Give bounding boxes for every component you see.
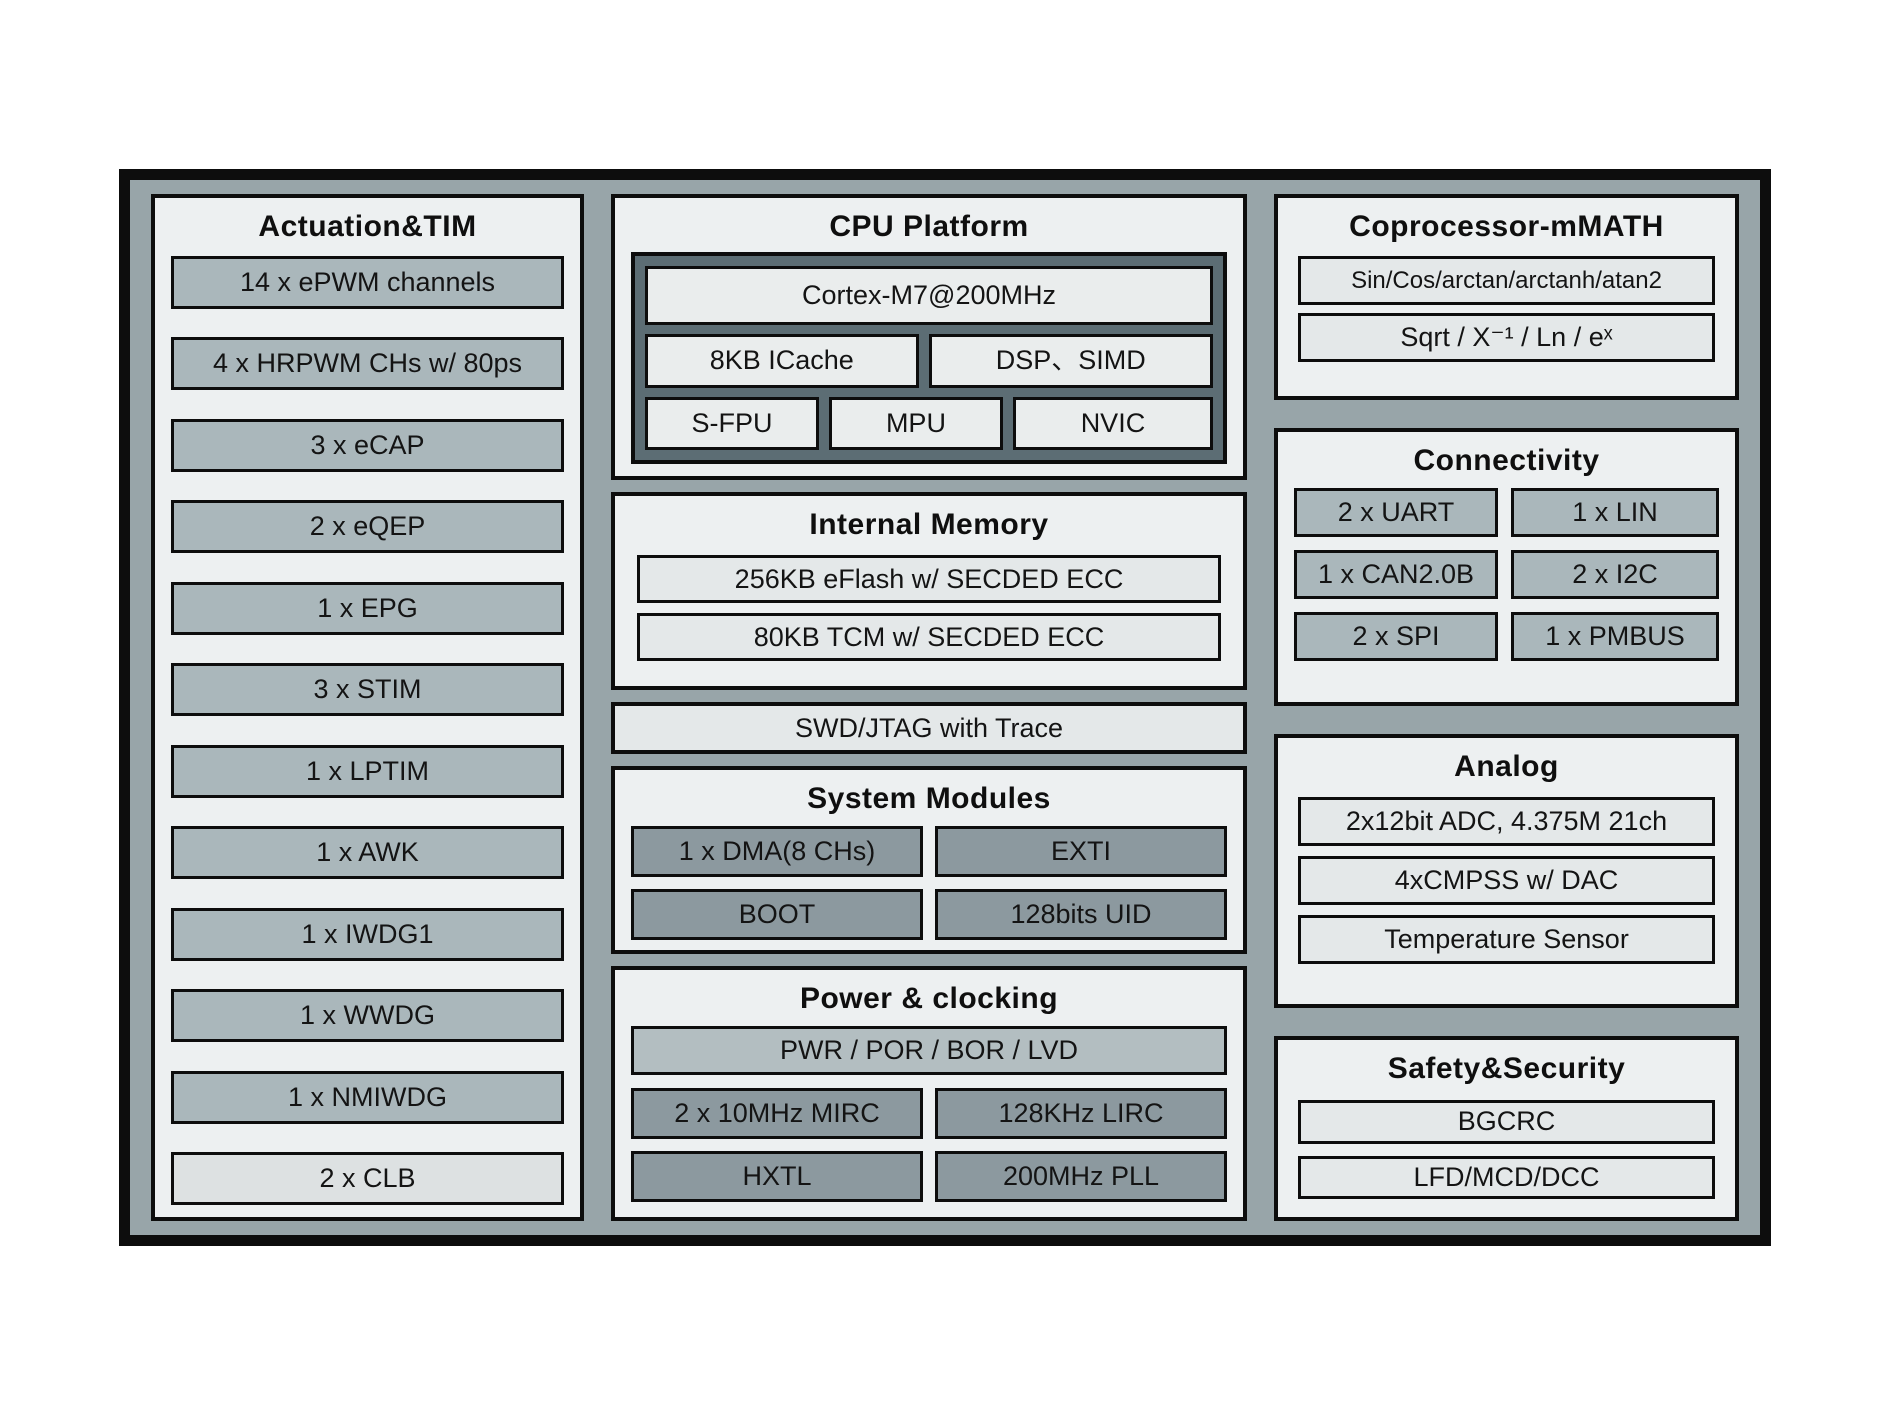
panel-title-system-modules: System Modules bbox=[807, 782, 1051, 815]
block-i2c: 2 x I2C bbox=[1510, 550, 1719, 599]
block-hxtl: HXTL bbox=[631, 1151, 923, 1202]
block-sfpu: S-FPU bbox=[645, 396, 819, 450]
panel-title-connectivity: Connectivity bbox=[1413, 444, 1600, 477]
block-wwdg: 1 x WWDG bbox=[171, 989, 564, 1043]
panel-cpu-platform: CPU Platform Cortex-M7@200MHz 8KB ICache… bbox=[611, 194, 1247, 480]
panel-title-safety-security: Safety&Security bbox=[1387, 1052, 1626, 1085]
block-cmpss: 4xCMPSS w/ DAC bbox=[1298, 856, 1715, 905]
panel-power-clocking: Power & clocking PWR / POR / BOR / LVD 2… bbox=[611, 966, 1247, 1221]
system-modules-grid: 1 x DMA(8 CHs) EXTI BOOT 128bits UID bbox=[631, 826, 1227, 940]
panel-title-cpu-platform: CPU Platform bbox=[829, 210, 1029, 243]
block-lfd-mcd-dcc: LFD/MCD/DCC bbox=[1298, 1155, 1715, 1199]
block-pmbus: 1 x PMBUS bbox=[1510, 612, 1719, 661]
block-swd-jtag-trace: SWD/JTAG with Trace bbox=[611, 702, 1247, 754]
block-eqep: 2 x eQEP bbox=[171, 500, 564, 554]
block-icache: 8KB ICache bbox=[645, 334, 919, 388]
panel-connectivity: Connectivity 2 x UART 1 x LIN 1 x CAN2.0… bbox=[1274, 428, 1739, 706]
column-right: Coprocessor-mMATH Sin/Cos/arctan/arctanh… bbox=[1274, 194, 1739, 1221]
block-lptim: 1 x LPTIM bbox=[171, 744, 564, 798]
block-cortex-m7: Cortex-M7@200MHz bbox=[645, 266, 1213, 326]
block-temp-sensor: Temperature Sensor bbox=[1298, 915, 1715, 964]
actuation-block-stack: 14 x ePWM channels 4 x HRPWM CHs w/ 80ps… bbox=[171, 256, 564, 1205]
power-clocking-grid: 2 x 10MHz MIRC 128KHz LIRC HXTL 200MHz P… bbox=[631, 1088, 1227, 1202]
block-lirc: 128KHz LIRC bbox=[935, 1088, 1227, 1139]
block-clb: 2 x CLB bbox=[171, 1151, 564, 1205]
panel-title-analog: Analog bbox=[1454, 750, 1559, 783]
column-left: Actuation&TIM 14 x ePWM channels 4 x HRP… bbox=[151, 194, 584, 1221]
block-dsp-simd: DSP、SIMD bbox=[928, 334, 1213, 388]
block-sqrt-ln-exp: Sqrt / X⁻¹ / Ln / eˣ bbox=[1298, 313, 1715, 362]
panel-title-coprocessor-mmath: Coprocessor-mMATH bbox=[1349, 210, 1664, 243]
block-uart: 2 x UART bbox=[1294, 488, 1498, 537]
block-stim: 3 x STIM bbox=[171, 663, 564, 717]
block-spi: 2 x SPI bbox=[1294, 612, 1498, 661]
block-uid: 128bits UID bbox=[935, 889, 1227, 940]
block-tcm: 80KB TCM w/ SECDED ECC bbox=[637, 613, 1221, 661]
block-pwr-por-bor-lvd: PWR / POR / BOR / LVD bbox=[631, 1026, 1227, 1075]
column-middle: CPU Platform Cortex-M7@200MHz 8KB ICache… bbox=[611, 194, 1247, 1221]
panel-title-power-clocking: Power & clocking bbox=[799, 982, 1059, 1015]
block-hrpwm: 4 x HRPWM CHs w/ 80ps bbox=[171, 337, 564, 391]
panel-title-internal-memory: Internal Memory bbox=[809, 508, 1049, 541]
block-awk: 1 x AWK bbox=[171, 826, 564, 880]
panel-safety-security: Safety&Security BGCRC LFD/MCD/DCC bbox=[1274, 1036, 1739, 1221]
block-mpu: MPU bbox=[828, 396, 1003, 450]
block-epg: 1 x EPG bbox=[171, 581, 564, 635]
panel-actuation-tim: Actuation&TIM 14 x ePWM channels 4 x HRP… bbox=[151, 194, 584, 1221]
block-lin: 1 x LIN bbox=[1510, 488, 1719, 537]
block-dma: 1 x DMA(8 CHs) bbox=[631, 826, 923, 877]
block-epwm-channels: 14 x ePWM channels bbox=[171, 256, 564, 309]
block-bgcrc: BGCRC bbox=[1298, 1100, 1715, 1144]
block-trig-functions: Sin/Cos/arctan/arctanh/atan2 bbox=[1298, 256, 1715, 305]
block-boot: BOOT bbox=[631, 889, 923, 940]
block-iwdg1: 1 x IWDG1 bbox=[171, 907, 564, 961]
block-adc: 2x12bit ADC, 4.375M 21ch bbox=[1298, 797, 1715, 846]
panel-internal-memory: Internal Memory 256KB eFlash w/ SECDED E… bbox=[611, 492, 1247, 690]
cpu-row-fpu-mpu-nvic: S-FPU MPU NVIC bbox=[645, 396, 1213, 450]
panel-system-modules: System Modules 1 x DMA(8 CHs) EXTI BOOT … bbox=[611, 766, 1247, 954]
panel-title-actuation-tim: Actuation&TIM bbox=[258, 210, 477, 243]
cpu-row-cache-dsp: 8KB ICache DSP、SIMD bbox=[645, 334, 1213, 388]
block-nvic: NVIC bbox=[1012, 396, 1213, 450]
block-pll: 200MHz PLL bbox=[935, 1151, 1227, 1202]
panel-coprocessor-mmath: Coprocessor-mMATH Sin/Cos/arctan/arctanh… bbox=[1274, 194, 1739, 400]
block-mirc: 2 x 10MHz MIRC bbox=[631, 1088, 923, 1139]
connectivity-grid: 2 x UART 1 x LIN 1 x CAN2.0B 2 x I2C 2 x… bbox=[1294, 488, 1719, 661]
block-ecap: 3 x eCAP bbox=[171, 418, 564, 472]
block-exti: EXTI bbox=[935, 826, 1227, 877]
panel-analog: Analog 2x12bit ADC, 4.375M 21ch 4xCMPSS … bbox=[1274, 734, 1739, 1008]
block-nmiwdg: 1 x NMIWDG bbox=[171, 1070, 564, 1124]
cpu-core-container: Cortex-M7@200MHz 8KB ICache DSP、SIMD S-F… bbox=[631, 252, 1227, 464]
block-eflash: 256KB eFlash w/ SECDED ECC bbox=[637, 555, 1221, 603]
block-can: 1 x CAN2.0B bbox=[1294, 550, 1498, 599]
chip-frame: Actuation&TIM 14 x ePWM channels 4 x HRP… bbox=[119, 169, 1771, 1246]
